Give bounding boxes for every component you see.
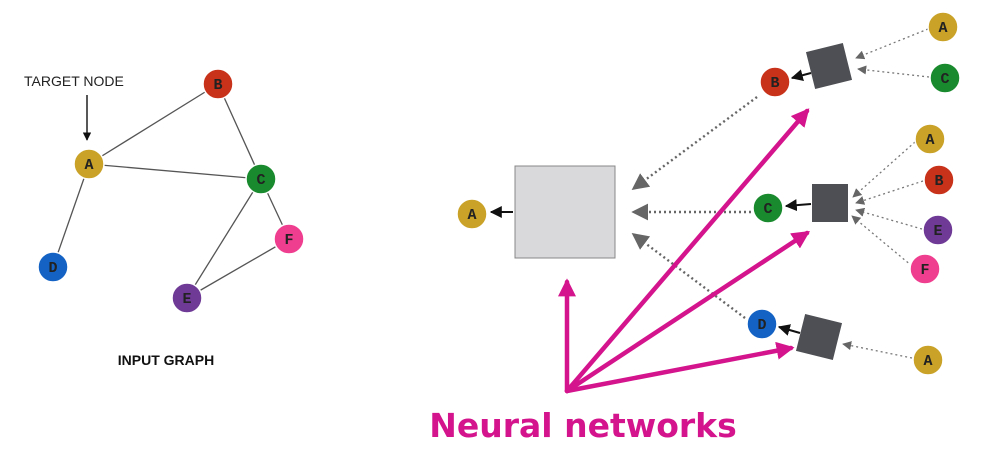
level1-dotted-arrows [631,96,758,319]
level2-node-c-of-b: C [929,62,961,94]
edge-b-c [217,83,262,180]
computation-graph: A B C D A C A B [429,11,961,445]
svg-text:C: C [763,201,772,218]
aggregator-box-c [812,184,848,222]
svg-text:F: F [920,262,929,279]
edge-e-f [186,238,290,299]
edge-a-d [52,163,90,268]
input-node-a: A [73,148,105,180]
svg-text:D: D [48,260,57,277]
svg-text:A: A [467,207,476,224]
input-graph-title: INPUT GRAPH [118,352,214,368]
svg-text:E: E [182,291,191,308]
neural-network-arrows [558,108,811,394]
level2-node-e-of-c: E [922,214,954,246]
nn-arrow-to-box-d [564,341,795,394]
level2-node-a-of-c: A [914,123,946,155]
neural-networks-caption: Neural networks [429,406,737,445]
dotted-arrow-e-to-box-c [855,207,923,230]
nn-arrow-to-box-c [564,230,811,394]
arrow-box-to-b [790,69,812,82]
target-node-label: TARGET NODE [24,73,124,89]
svg-text:C: C [940,71,949,88]
svg-text:B: B [770,75,779,92]
level2-node-a-of-b: A [927,11,959,43]
svg-text:A: A [938,20,947,37]
dotted-arrow-a-to-box-d [842,341,913,359]
level1-node-c: C [752,192,784,224]
root-node-a: A [456,198,488,230]
edge-a-b [88,83,219,165]
input-node-c: C [245,163,277,195]
svg-text:F: F [284,232,293,249]
svg-text:E: E [933,223,942,240]
input-node-f: F [273,223,305,255]
svg-text:C: C [256,172,265,189]
svg-text:B: B [213,77,222,94]
input-node-e: E [171,282,203,314]
level1-node-b: B [759,66,791,98]
aggregator-box-b [805,42,853,90]
input-graph: TARGET NODE A B C D E F INPUT GRAPH [24,68,305,368]
level2-node-b-of-c: B [923,164,955,196]
input-node-d: D [37,251,69,283]
level2-dotted-arrows [842,28,930,359]
svg-text:A: A [923,353,932,370]
level2-node-f-of-c: F [909,253,941,285]
dotted-arrow-a-to-box-b [855,28,929,60]
dotted-arrow-b-to-main-box [631,96,758,191]
aggregator-box-d [795,313,843,361]
main-aggregator-box [514,165,616,259]
edge-a-c [88,163,262,180]
dotted-arrow-b-to-box-c [855,180,924,205]
arrow-box-to-d [777,324,801,336]
edge-c-e [186,178,262,299]
level2-node-a-of-d: A [912,344,944,376]
nn-arrow-to-box-b [564,108,810,394]
dotted-arrow-d-to-main-box [631,232,746,319]
dotted-arrow-f-to-box-c [851,215,913,267]
svg-text:A: A [84,157,93,174]
svg-text:A: A [925,132,934,149]
dotted-arrow-c-to-box-b [857,65,930,78]
svg-text:D: D [757,317,766,334]
level1-node-d: D [746,308,778,340]
arrow-box-to-c [784,199,812,212]
input-node-b: B [202,68,234,100]
svg-text:B: B [934,173,943,190]
dotted-arrow-a-to-box-c [852,141,916,198]
